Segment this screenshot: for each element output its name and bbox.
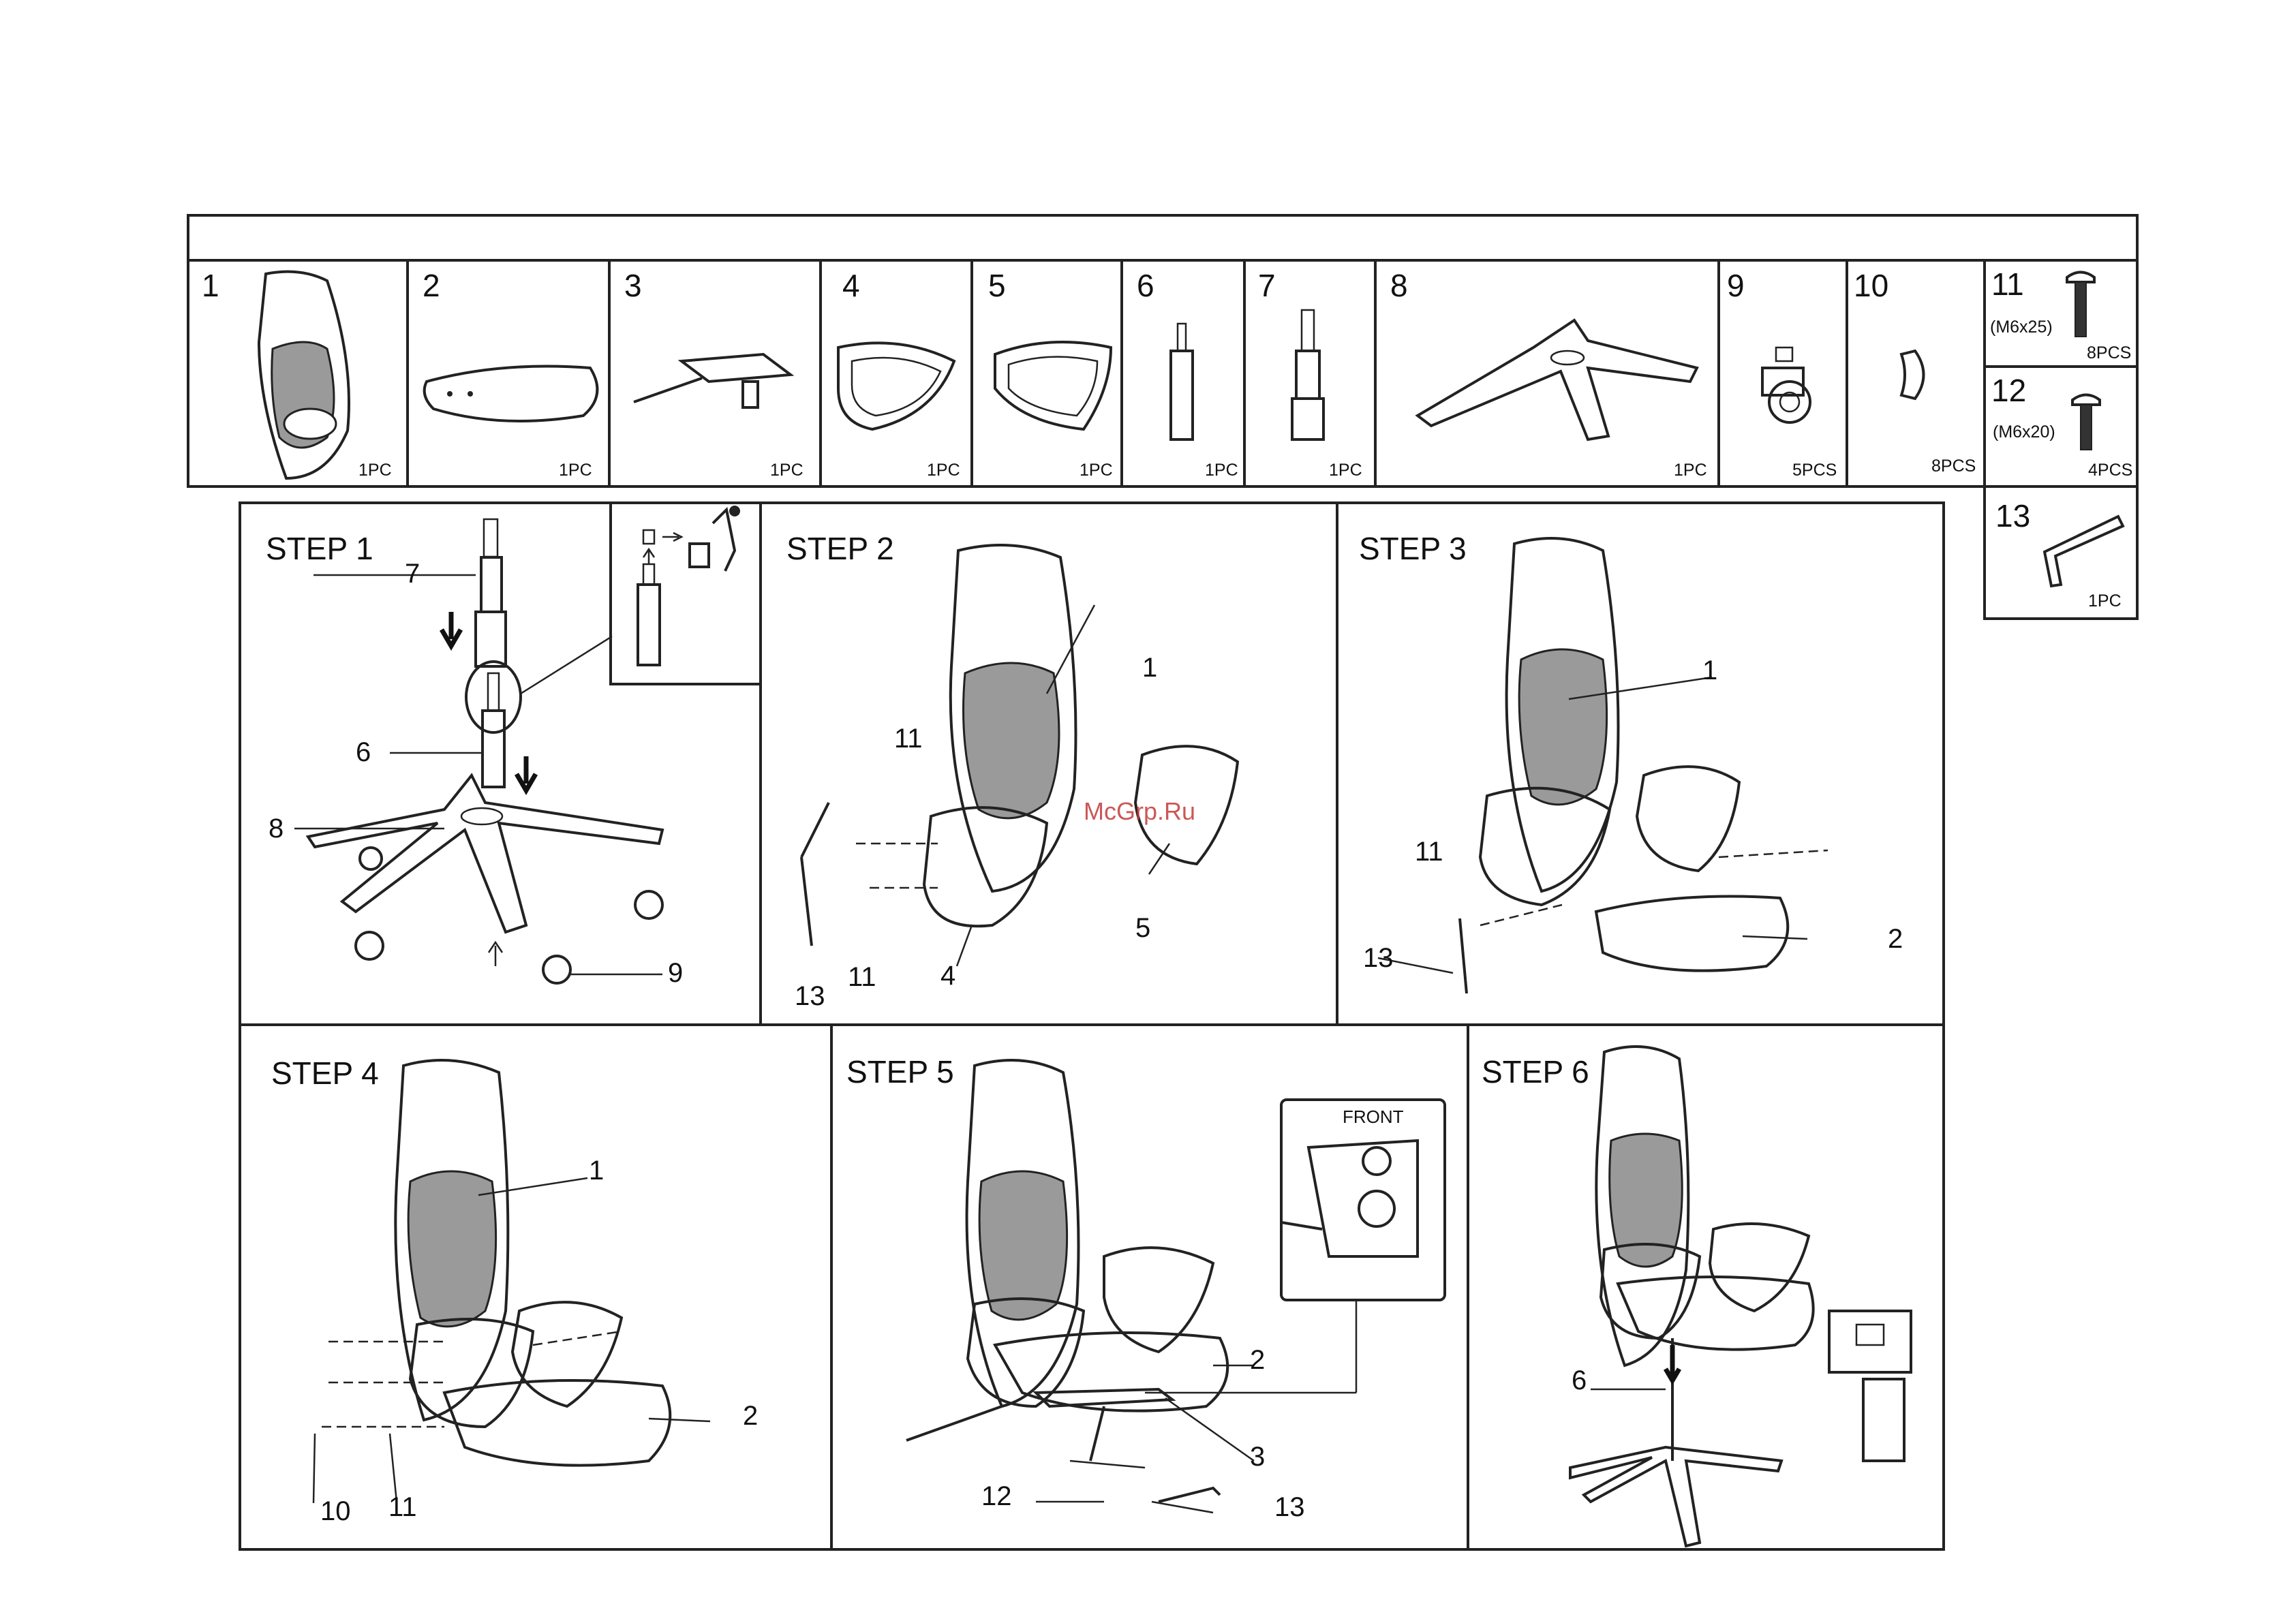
discard-cap-inset [611,503,761,684]
callout-number: 1 [1702,655,1717,686]
callout-number: 13 [1274,1492,1305,1523]
callout-number: 2 [1250,1345,1265,1376]
callout-number: 6 [356,737,371,768]
inset-front-label: FRONT [1343,1107,1404,1128]
callout-number: 2 [743,1401,758,1432]
step-5-diagram [831,1025,1468,1549]
callout-number: 8 [269,814,284,844]
callout-number: 11 [1415,837,1443,867]
step-6-diagram [1468,1025,1944,1549]
callout-number: 5 [1135,913,1150,944]
callout-number: 10 [320,1496,351,1527]
callout-number: 6 [1572,1365,1587,1396]
callout-number: 13 [1363,943,1394,974]
callout-number: 1 [589,1156,604,1186]
callout-number: 12 [981,1481,1012,1512]
step-4-diagram [240,1025,831,1549]
trash-icon [690,544,709,567]
callout-number: 7 [405,559,420,589]
callout-number: 4 [940,961,955,991]
callout-number: 11 [894,724,923,754]
callout-number: 1 [1142,653,1157,683]
callout-number: 3 [1250,1442,1265,1472]
callout-number: 9 [668,958,683,989]
callout-number: 13 [795,981,825,1012]
watermark: McGrp.Ru [1084,797,1195,826]
step-3-diagram [1337,503,1944,1025]
callout-number: 11 [848,962,876,993]
callout-number: 2 [1888,924,1903,955]
step-2-diagram [761,503,1337,1025]
callout-number: 11 [388,1492,417,1523]
